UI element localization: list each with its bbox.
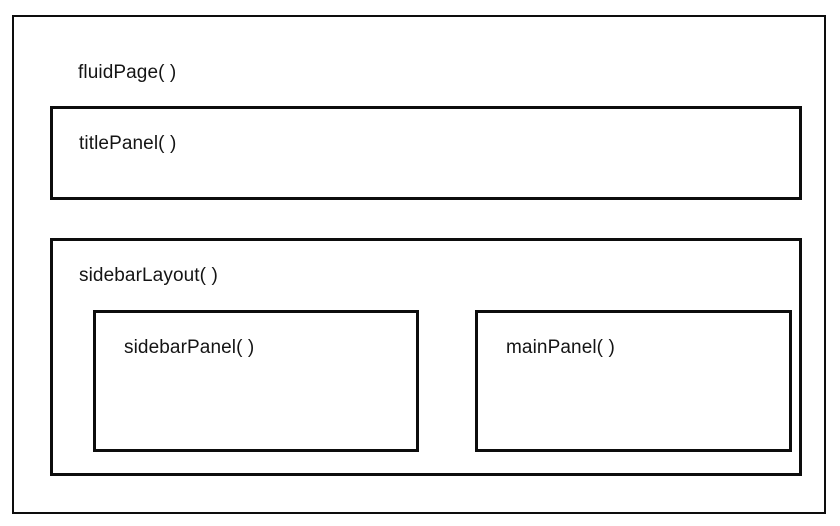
node-mainpanel: mainPanel( ) [475, 310, 792, 452]
node-sidebarpanel: sidebarPanel( ) [93, 310, 419, 452]
node-fluidpage-label: fluidPage( ) [78, 62, 177, 83]
node-titlepanel-label: titlePanel( ) [79, 133, 177, 154]
node-titlepanel: titlePanel( ) [50, 106, 802, 200]
node-mainpanel-label: mainPanel( ) [506, 337, 615, 358]
node-sidebarlayout-label: sidebarLayout( ) [79, 265, 218, 286]
node-sidebarlayout: sidebarLayout( ) sidebarPanel( ) mainPan… [50, 238, 802, 476]
node-sidebarpanel-label: sidebarPanel( ) [124, 337, 255, 358]
node-fluidpage: fluidPage( ) titlePanel( ) sidebarLayout… [12, 15, 826, 514]
